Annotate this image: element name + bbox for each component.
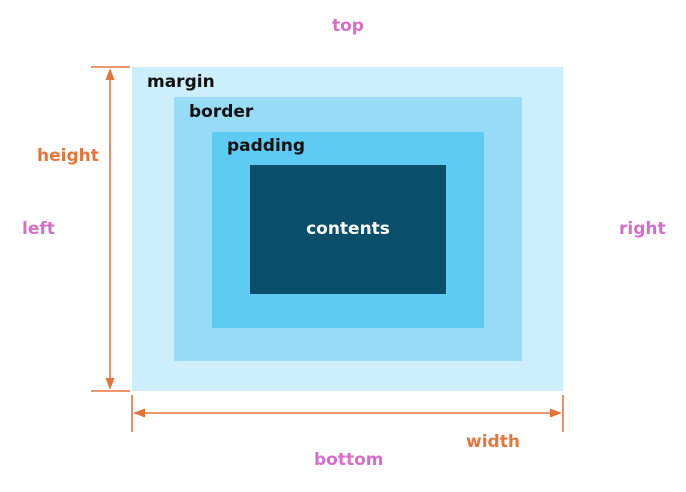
top-label: top (332, 16, 364, 36)
left-label: left (22, 219, 55, 239)
padding-label: padding (227, 136, 306, 156)
height-arrowhead-top (105, 68, 115, 80)
width-arrowhead-left (133, 408, 145, 418)
width-arrowhead-right (550, 408, 562, 418)
right-label: right (619, 219, 666, 239)
border-label: border (189, 102, 254, 122)
bottom-label: bottom (314, 450, 384, 470)
height-label: height (37, 146, 99, 166)
height-arrowhead-bottom (105, 378, 115, 390)
margin-label: margin (147, 72, 215, 92)
contents-label: contents (306, 219, 390, 239)
width-label: width (466, 432, 520, 452)
content-box (250, 165, 446, 294)
